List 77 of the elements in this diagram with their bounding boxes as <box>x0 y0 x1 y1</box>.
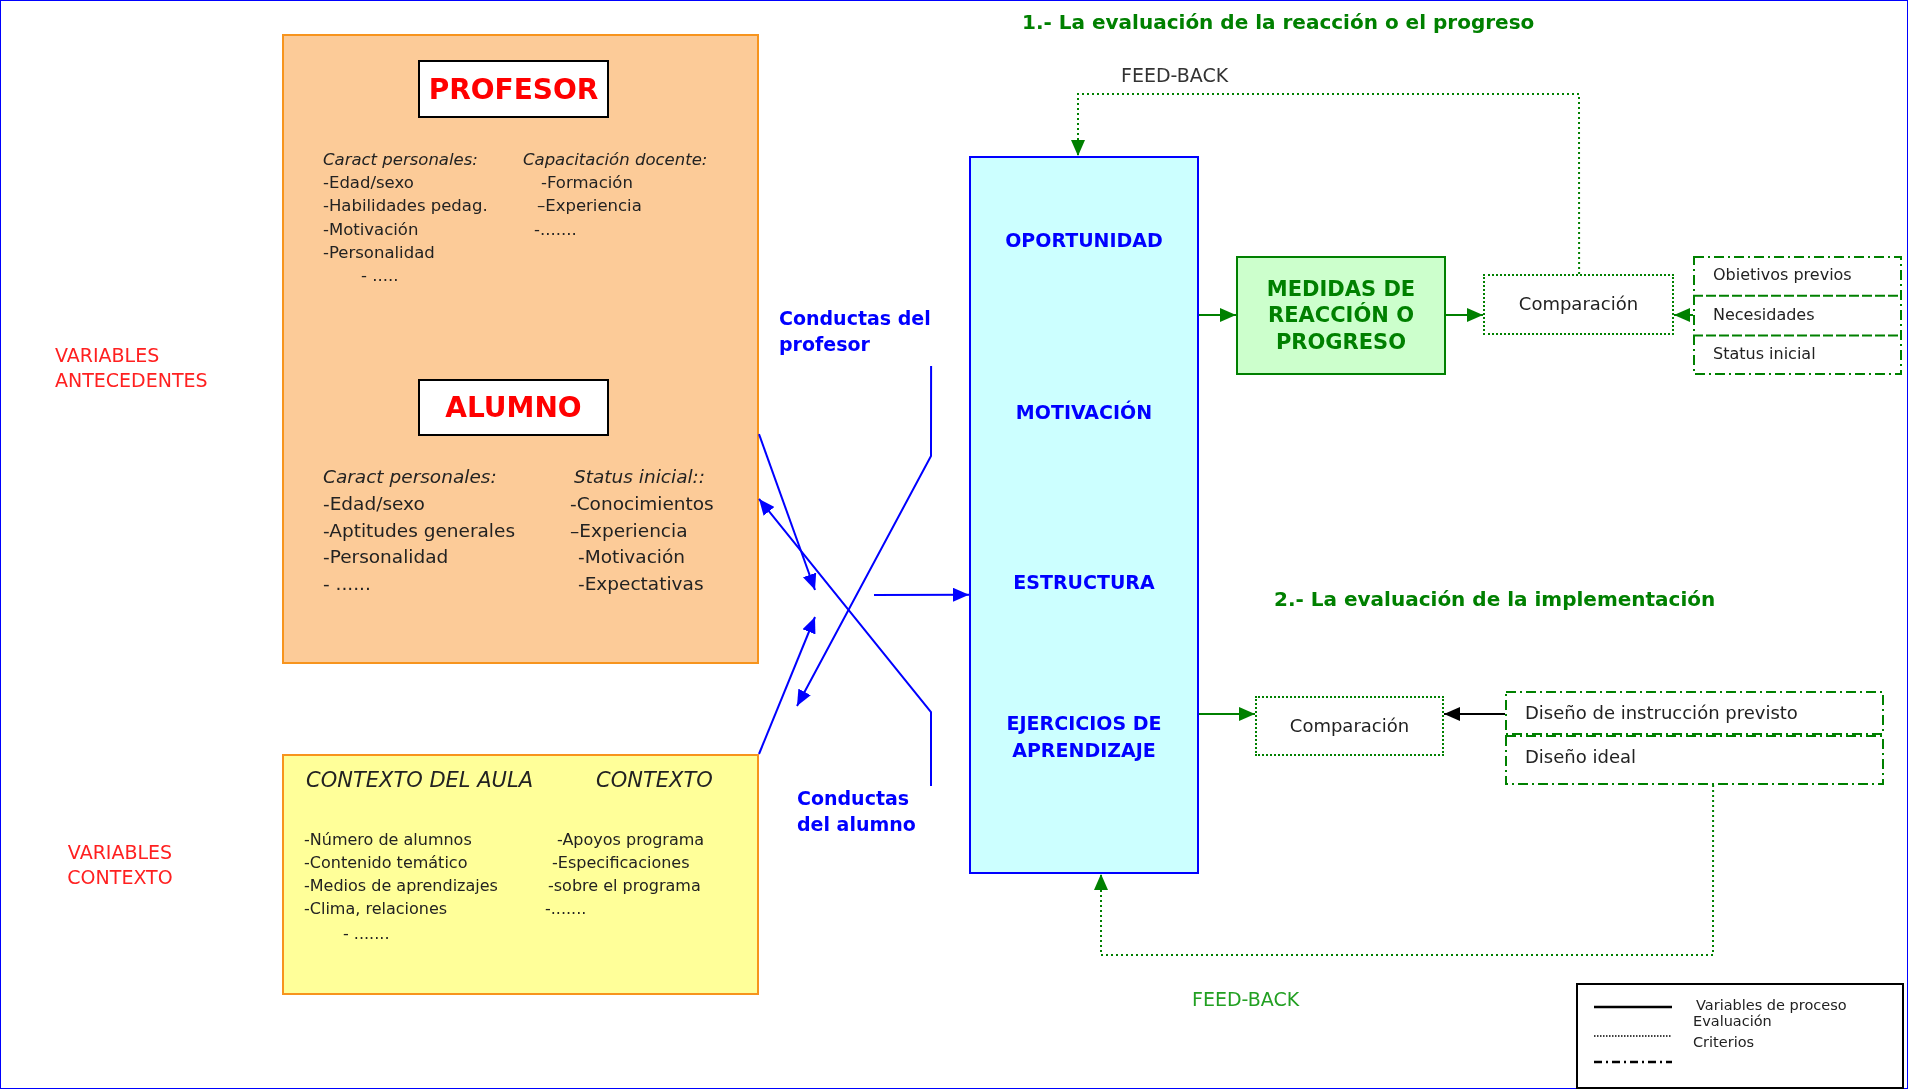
list-item: -Medios de aprendizajes <box>304 876 498 896</box>
criteria-box <box>1505 735 1884 785</box>
title-box <box>418 379 609 436</box>
arrow <box>796 365 933 707</box>
node-text: Obietivos previos <box>1713 264 1852 284</box>
arrow <box>758 616 816 755</box>
process-box <box>1236 256 1446 375</box>
text: Conductas del alumno <box>797 786 937 838</box>
node-text: Diseño de instrucción previsto <box>1525 702 1798 723</box>
node-text: OPORTUNIDAD <box>1004 228 1164 253</box>
node-text: Comparación <box>1289 714 1410 738</box>
node-text: PROFESOR <box>428 71 599 107</box>
arrow <box>758 433 817 591</box>
list-item: –Experiencia <box>570 520 688 543</box>
list-item: -Habilidades pedag. <box>323 196 488 216</box>
heading-text: Capacitación docente: <box>523 150 708 170</box>
list-item: -....... <box>534 220 577 240</box>
list-item: -sobre el programa <box>548 876 701 896</box>
node-text: Comparación <box>1518 293 1639 316</box>
arrow <box>758 497 932 787</box>
node-text: Necesidades <box>1713 304 1815 324</box>
list-item: -Expectativas <box>578 573 704 596</box>
list-item: -Conocimientos <box>570 493 714 516</box>
side-label: VARIABLES ANTECEDENTES <box>55 343 209 393</box>
process-box <box>1255 696 1444 756</box>
list-item: - ..... <box>361 266 399 286</box>
list-item: - ...... <box>323 573 371 596</box>
arrow <box>1071 93 1581 275</box>
legend-text: Criterios <box>1693 1035 1755 1051</box>
node-text: EJERCICIOS DE APRENDIZAJE <box>1005 711 1163 763</box>
title-box <box>418 60 609 118</box>
arrow <box>1198 706 1256 721</box>
list-item: -Apoyos programa <box>557 830 705 850</box>
arrow <box>1198 308 1237 322</box>
node-text: MOTIVACIÓN <box>1014 399 1154 425</box>
legend-text: Variables de proceso <box>1696 998 1847 1014</box>
process-box <box>969 156 1199 874</box>
list-item: -Edad/sexo <box>323 493 425 516</box>
list-item: -Aptitudes generales <box>323 520 516 543</box>
node-text: ESTRUCTURA <box>1012 570 1156 595</box>
list-item: -Formación <box>541 173 633 193</box>
heading-text: CONTEXTO DEL AULA <box>306 768 534 794</box>
panel <box>282 34 759 664</box>
list-item: -Personalidad <box>323 243 435 263</box>
list-item: -Número de alumnos <box>304 830 472 850</box>
arrow <box>1443 707 1506 721</box>
list-item: -Motivación <box>323 220 419 240</box>
text: Conductas del profesor <box>779 306 954 358</box>
list-item: - ....... <box>343 924 390 944</box>
heading-text: CONTEXTO <box>596 768 713 794</box>
heading-text: Caract personales: <box>323 150 478 170</box>
arrow <box>1445 308 1484 322</box>
node-text: MEDIDAS DE REACCIÓN O PROGRESO <box>1265 276 1417 355</box>
side-label: VARIABLES CONTEXTO <box>66 840 174 890</box>
criteria-box <box>1505 691 1884 735</box>
list-item: -Personalidad <box>323 546 449 569</box>
node-text: ALUMNO <box>445 390 582 425</box>
node-text: Diseño ideal <box>1525 746 1636 767</box>
list-item: -....... <box>545 899 587 919</box>
list-item: -Motivación <box>578 546 685 569</box>
criteria-box <box>1693 256 1902 375</box>
section-heading: 2.- La evaluación de la implementación <box>1274 587 1716 611</box>
list-item: -Especificaciones <box>552 853 690 873</box>
list-item: –Experiencia <box>537 196 642 216</box>
arrow <box>1094 784 1715 956</box>
process-box <box>1483 274 1674 335</box>
heading-text: Caract personales: <box>323 466 497 489</box>
section-heading: 1.- La evaluación de la reacción o el progreso <box>1022 10 1535 34</box>
list-item: -Contenido temático <box>304 853 468 873</box>
list-item: -Clima, relaciones <box>304 899 448 919</box>
node-text: Status inicial <box>1713 344 1816 364</box>
arrow <box>873 587 970 602</box>
arrow <box>1673 308 1694 322</box>
heading-text: Status inicial:: <box>574 466 706 489</box>
list-item: -Edad/sexo <box>323 173 414 193</box>
legend-text: Evaluación <box>1693 1014 1772 1030</box>
panel <box>282 754 759 995</box>
